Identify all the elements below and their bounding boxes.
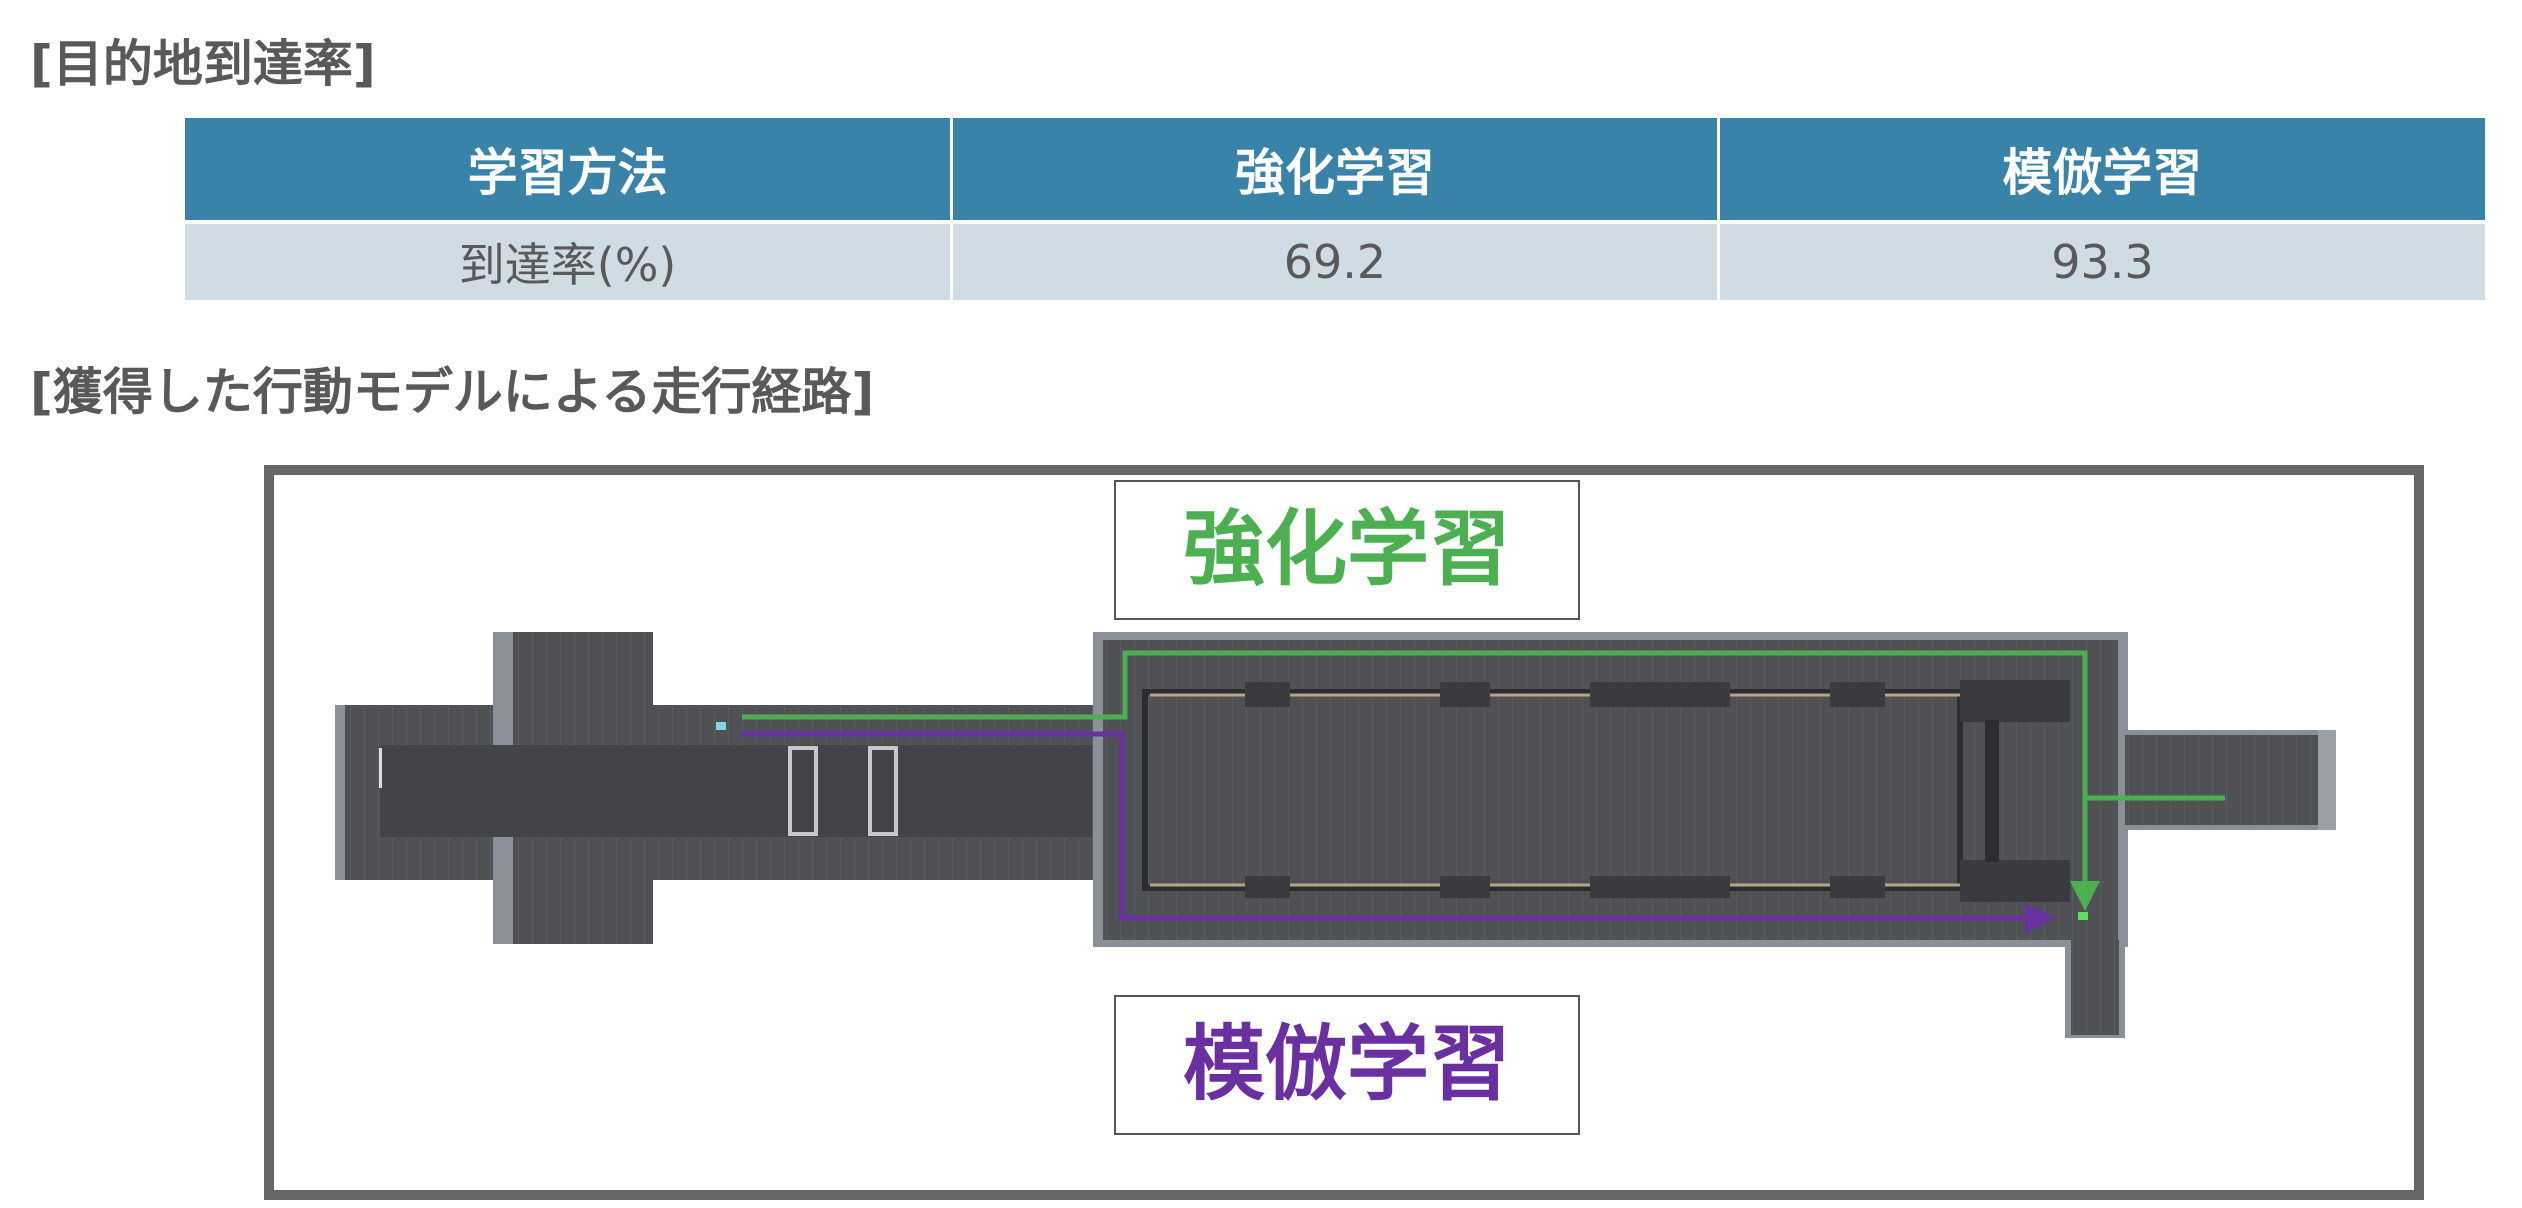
left-block [380,745,1092,837]
table-header-row: 学習方法 強化学習 模倣学習 [185,118,2485,224]
rl-route-label: 強化学習 [1114,480,1580,620]
row-label: 到達率(%) [185,222,954,300]
table-row: 到達率(%) 69.2 93.3 [185,222,2485,300]
reach-rate-heading: [目的地到達率] [30,35,376,93]
rl-rate: 69.2 [951,222,1720,300]
rl-route [742,650,2100,911]
goal-marker [2078,912,2088,920]
header-method: 学習方法 [185,118,954,224]
header-il: 模倣学習 [1718,118,2485,224]
door-left [788,746,818,836]
route-heading: [獲得した行動モデルによる走行経路] [30,363,875,421]
door-right [868,746,898,836]
header-rl: 強化学習 [951,118,1720,224]
il-rate: 93.3 [1718,222,2485,300]
right-room [1093,632,2336,1038]
il-route [742,731,2055,933]
reach-rate-table: 学習方法 強化学習 模倣学習 到達率(%) 69.2 93.3 [185,118,2485,300]
start-marker [716,722,726,730]
il-route-label: 模倣学習 [1114,995,1580,1135]
